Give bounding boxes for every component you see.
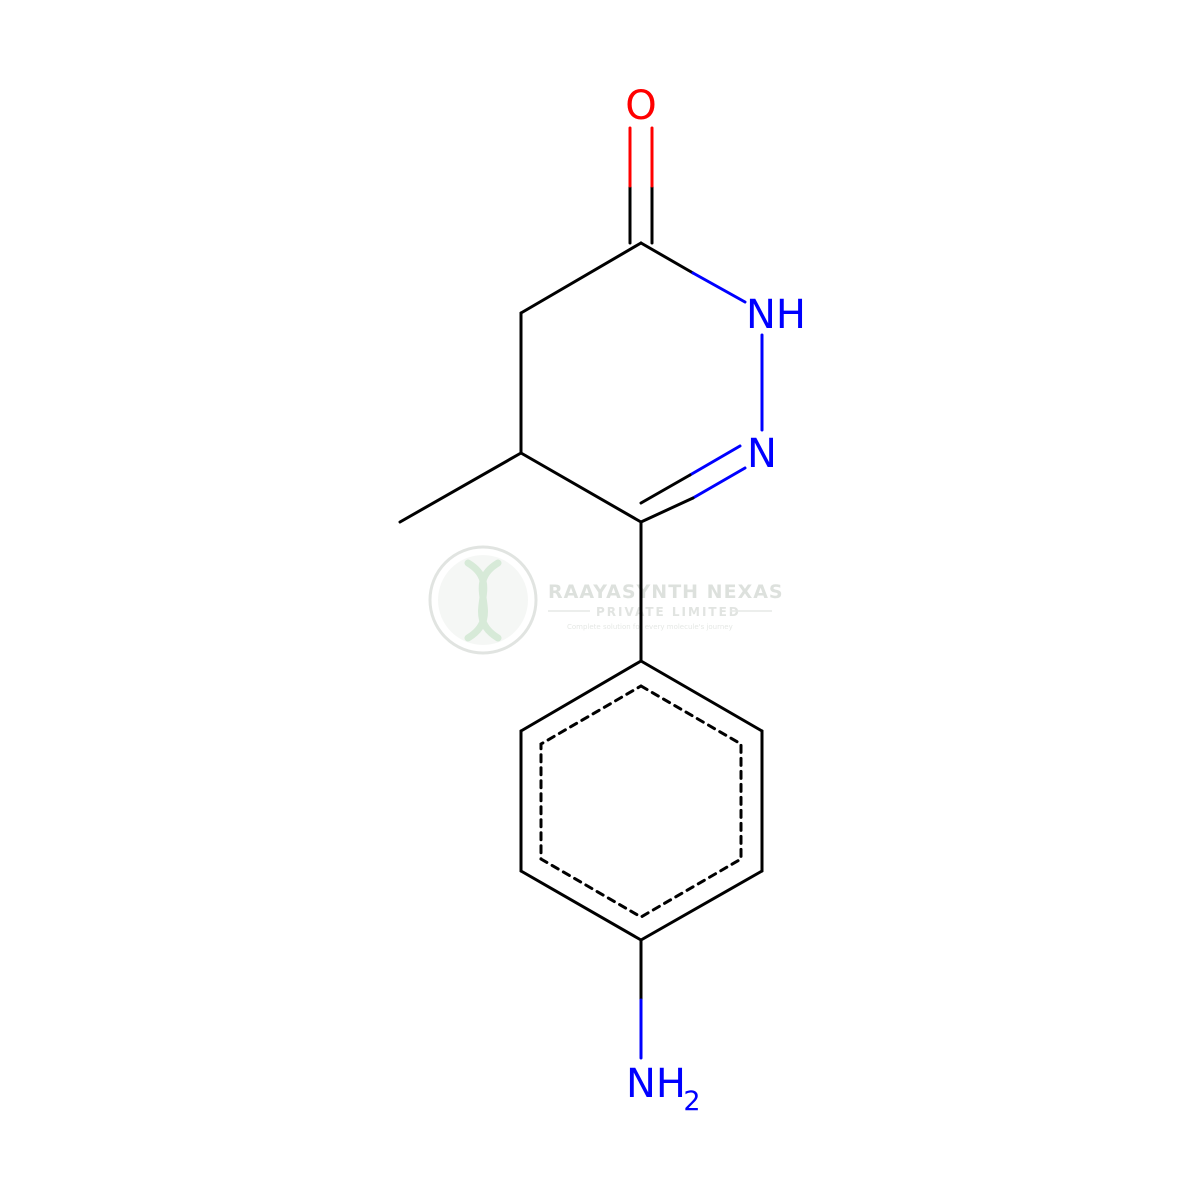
atom-amine-subscript: 2: [683, 1086, 700, 1117]
bond-phenyl-6: [519, 659, 643, 733]
bond-c-nh-n: [691, 271, 747, 304]
atom-amine-n: NH: [626, 1061, 686, 1107]
watermark-tagline: Complete solution for every molecule's j…: [567, 623, 733, 631]
watermark-company: RAAYASYNTH NEXAS: [548, 581, 784, 603]
bond-methyl: [398, 451, 523, 524]
bond-cn-double-single-n: [691, 466, 747, 500]
bond-phenyl-3: [639, 869, 764, 942]
bond-cn-double-inner-c: [639, 473, 692, 505]
atom-n-ring: N: [747, 431, 777, 477]
aromatic-ring-dashed: [539, 684, 743, 919]
bond-phenyl-4: [519, 869, 643, 942]
bond-phenyl-1: [639, 659, 764, 733]
bond-c-ch: [519, 451, 643, 524]
atom-nh-ring: NH: [746, 292, 806, 338]
watermark-subtitle: PRIVATE LIMITED: [596, 605, 741, 619]
atom-labels: O NH N NH 2: [625, 83, 806, 1117]
dna-helix-icon: [464, 559, 502, 642]
watermark-logo-ring: [428, 545, 538, 655]
bond-cn-double-single-c: [639, 496, 695, 524]
watermark: RAAYASYNTH NEXAS PRIVATE LIMITED Complet…: [428, 545, 784, 655]
bonds: [398, 126, 764, 1060]
bond-c-nh: [639, 241, 695, 275]
bond-cn-double-inner-n: [688, 444, 742, 477]
atom-oxygen: O: [625, 83, 656, 129]
bond-ch2-co: [519, 241, 643, 315]
